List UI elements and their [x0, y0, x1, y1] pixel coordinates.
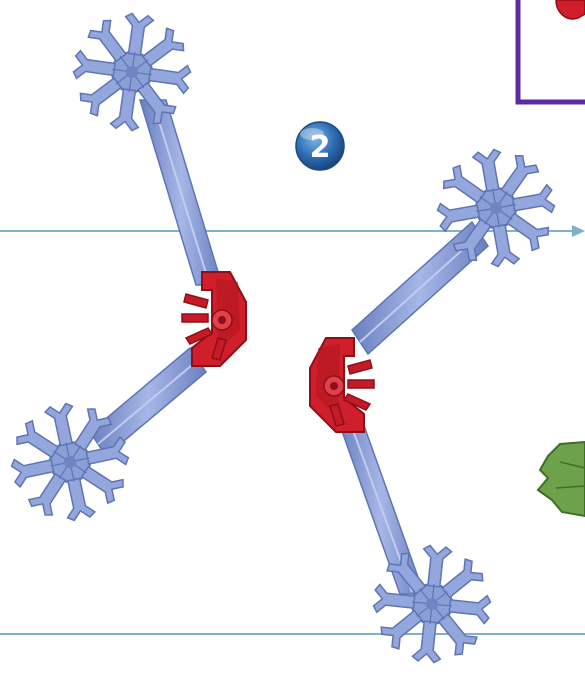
- step-number-badge: 2: [296, 122, 344, 170]
- green-connector-partial: [538, 442, 585, 516]
- inset-red-part: [556, 0, 585, 19]
- right-assembly: [310, 141, 563, 668]
- left-lower-rod: [90, 348, 206, 456]
- left-top-connector: [66, 6, 197, 137]
- right-red-corner: [310, 338, 374, 432]
- left-assembly: [1, 6, 246, 530]
- step-number: 2: [310, 130, 331, 165]
- left-upper-rod: [140, 100, 222, 285]
- arrow-right-icon: [572, 225, 585, 237]
- left-red-corner: [182, 272, 246, 366]
- inset-frame: [518, 0, 585, 102]
